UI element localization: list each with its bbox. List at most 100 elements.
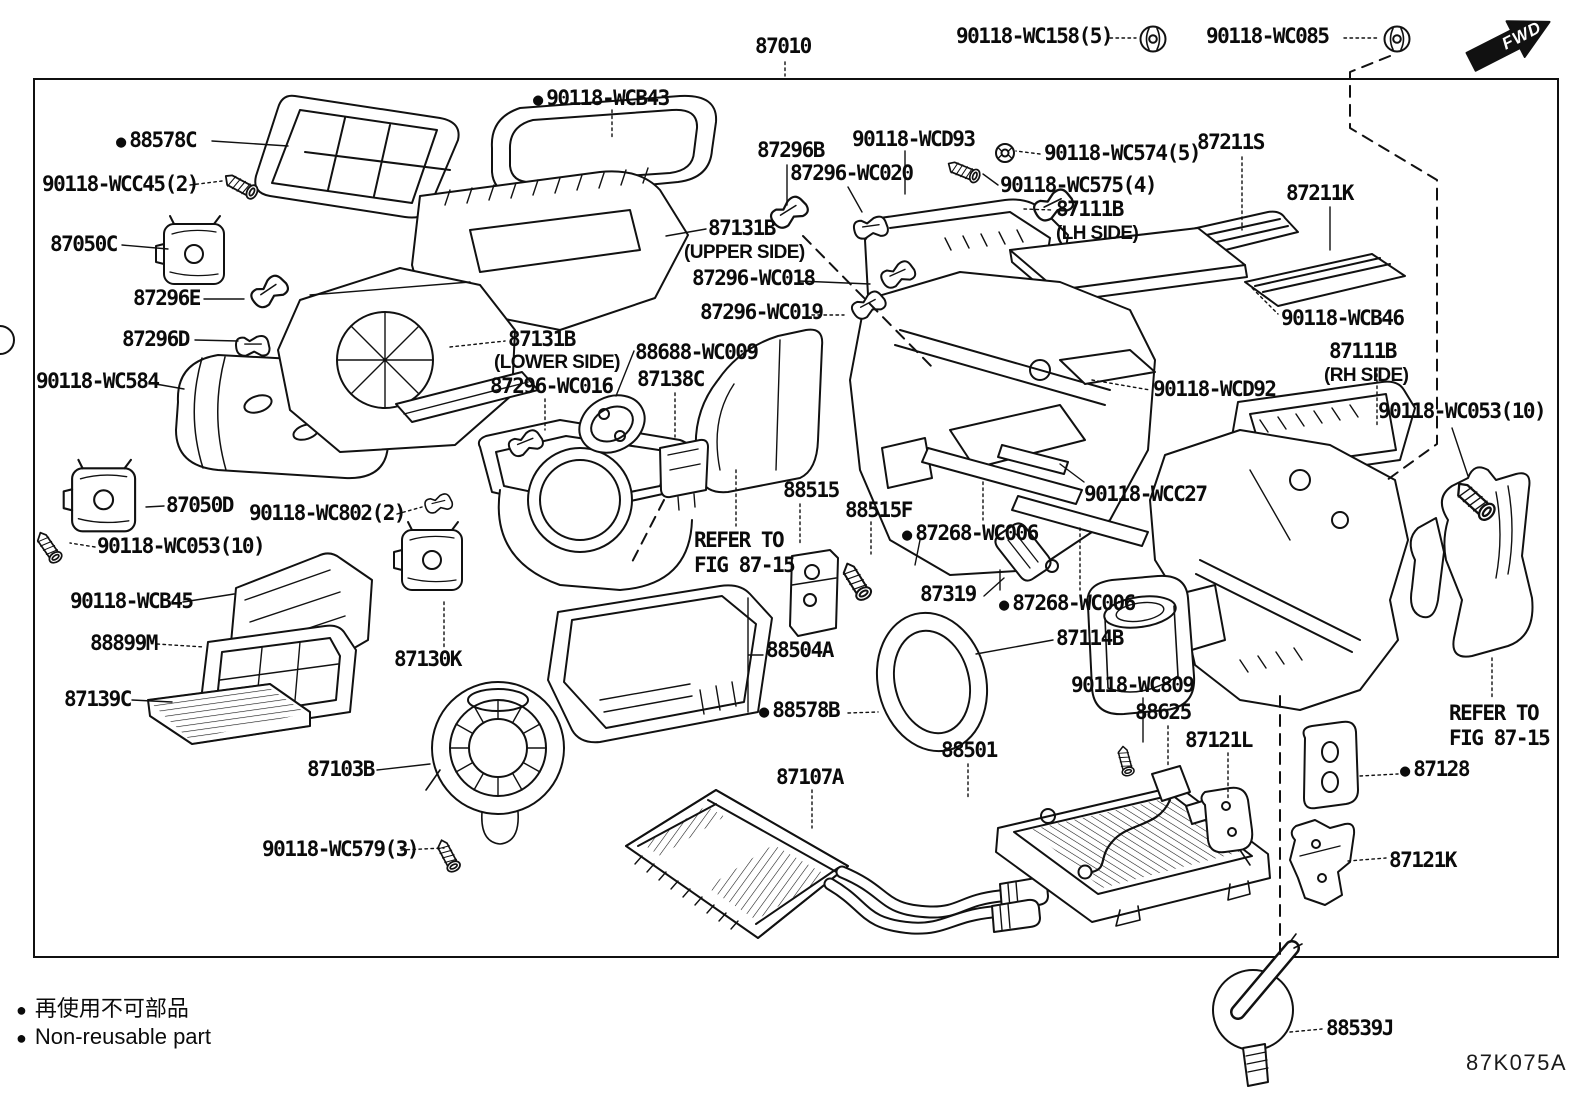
part-label: 87296-WC020 [790, 161, 914, 185]
part-label: 90118-WC053(10) [1378, 399, 1547, 423]
part-label: 90118-WC584 [36, 369, 160, 393]
part-label: 90118-WCB46 [1281, 306, 1405, 330]
part-sketch-plate-87128 [1302, 720, 1359, 810]
part-label: 87296-WC016 [490, 374, 614, 398]
part-label: 90118-WC574(5) [1044, 141, 1202, 165]
part-label: 90118-WC575(4) [1000, 173, 1158, 197]
part-label: 87111B [1329, 339, 1397, 363]
part-sketch-sensor-87319 [994, 522, 1059, 582]
part-sketch-servo-87130k [393, 521, 463, 591]
part-label: 88501 [941, 738, 998, 762]
part-label: 88899M [90, 631, 158, 655]
part-sketch-bolt-88515f [837, 559, 875, 604]
part-label: 87114B [1056, 626, 1124, 650]
figure-code: 87K075A [1466, 1050, 1568, 1075]
part-sketch-strips-87268 [921, 444, 1149, 547]
part-label: 88688-WC009 [635, 340, 759, 364]
non-reusable-bullet-icon: ● [759, 702, 770, 722]
part-label: 90118-WCD93 [852, 127, 976, 151]
part-label: 88515 [783, 478, 840, 502]
part-label: 87319 [920, 582, 977, 606]
part-sketch-bolt-wc809 [1114, 744, 1136, 778]
part-label: 88515F [845, 498, 913, 522]
part-sketch-servo-87050c [155, 215, 225, 285]
part-label: 87138C [637, 367, 705, 391]
part-sketch-clip-87296e [246, 271, 293, 312]
non-reusable-bullet-icon: ● [16, 1000, 27, 1020]
part-sketch-hook-88539j [1212, 933, 1303, 1087]
non-reusable-bullet-icon: ● [533, 90, 544, 110]
part-label: ●87268-WC006 [902, 521, 1039, 545]
part-label: 87296-WC018 [692, 266, 816, 290]
part-label: 90118-WCD92 [1153, 377, 1277, 401]
part-label: ●90118-WCB43 [533, 86, 670, 110]
part-label: 90118-WC809 [1071, 673, 1195, 697]
diagram-border [33, 78, 1559, 958]
part-label: 90118-WCC45(2) [42, 172, 200, 196]
part-sketch-rail [395, 371, 539, 423]
part-sketch-screw-wc575 [944, 157, 983, 185]
part-label: 87211S [1197, 130, 1265, 154]
part-sketch-filter-87211k [1244, 253, 1406, 307]
part-label: 87211K [1286, 181, 1354, 205]
legend-row-en: ●Non-reusable part [16, 1023, 211, 1051]
part-label: ●88578B [759, 698, 841, 722]
non-reusable-bullet-icon: ● [999, 595, 1010, 615]
part-label: 87111B [1056, 197, 1124, 221]
part-label: 87296-WC019 [700, 300, 824, 324]
part-label: REFER TO [694, 528, 785, 552]
part-label: 88539J [1326, 1016, 1394, 1040]
non-reusable-bullet-icon: ● [902, 525, 913, 545]
part-label: 90118-WC802(2) [249, 501, 407, 525]
part-sketch-blower-motor-87103b [425, 681, 565, 845]
leader-lines [69, 37, 1493, 1033]
part-sketch-bracket-87121l [1200, 786, 1254, 866]
fwd-arrow [1465, 20, 1551, 72]
part-sketch-screw-wc053-left [32, 528, 65, 566]
part-label: 87131B [508, 327, 576, 351]
part-sketch-filter-87139c [147, 683, 311, 745]
part-label: 87107A [776, 765, 844, 789]
part-sketch-nut-wc574 [995, 143, 1015, 163]
part-label: 87121K [1389, 848, 1457, 872]
legend-row-jp: ● 再使用不可部品 [16, 995, 211, 1023]
part-sketch-seal-87114b [875, 574, 1196, 753]
part-label: ●87268-WC006 [999, 591, 1136, 615]
part-label: 87121L [1185, 728, 1253, 752]
part-sketch-scroll-case-87131b-lower [277, 267, 516, 453]
part-sketch-screw-wc579 [433, 836, 463, 875]
part-sketch-grommet-wc158 [1139, 25, 1167, 53]
non-reusable-bullet-icon: ● [116, 132, 127, 152]
part-label: 90118-WC579(3) [262, 837, 420, 861]
part-label: 87050D [166, 493, 234, 517]
part-label: 87296D [122, 327, 190, 351]
part-sketch-funnel-duct [694, 328, 824, 494]
part-sketch-tray-88504a [547, 584, 773, 744]
legend-text-en: Non-reusable part [34, 1024, 211, 1049]
part-label: 87050C [50, 232, 118, 256]
part-sketch-oval-plate-88688 [578, 394, 646, 454]
part-label-side-note: (LOWER SIDE) [494, 352, 620, 373]
legend-text-jp: 再使用不可部品 [34, 996, 189, 1021]
part-label: 90118-WCC27 [1084, 482, 1208, 506]
part-label: 87296B [757, 138, 825, 162]
part-sketch-servo-87050d [62, 458, 137, 533]
part-label: 90118-WC085 [1206, 24, 1330, 48]
part-label: 87130K [394, 647, 462, 671]
part-sketch-resistor-87138c [659, 438, 709, 511]
part-label: ●87128 [1400, 757, 1470, 781]
part-sketch-wcd92-plate [1059, 349, 1156, 385]
legend: ● 再使用不可部品 ●Non-reusable part [16, 995, 211, 1051]
part-label: 87010 [755, 34, 812, 58]
part-label: 87296E [133, 286, 201, 310]
part-label: FIG 87-15 [694, 553, 796, 577]
part-sketch-heater-core-87107a [625, 789, 1049, 939]
part-label: FIG 87-15 [1449, 726, 1551, 750]
assembly-dashed-lines [629, 55, 1438, 955]
part-label-side-note: (LH SIDE) [1056, 223, 1139, 244]
part-sketch-strip-wcc27 [997, 444, 1069, 475]
part-label: ●88578C [116, 128, 198, 152]
part-label: 87103B [307, 757, 375, 781]
